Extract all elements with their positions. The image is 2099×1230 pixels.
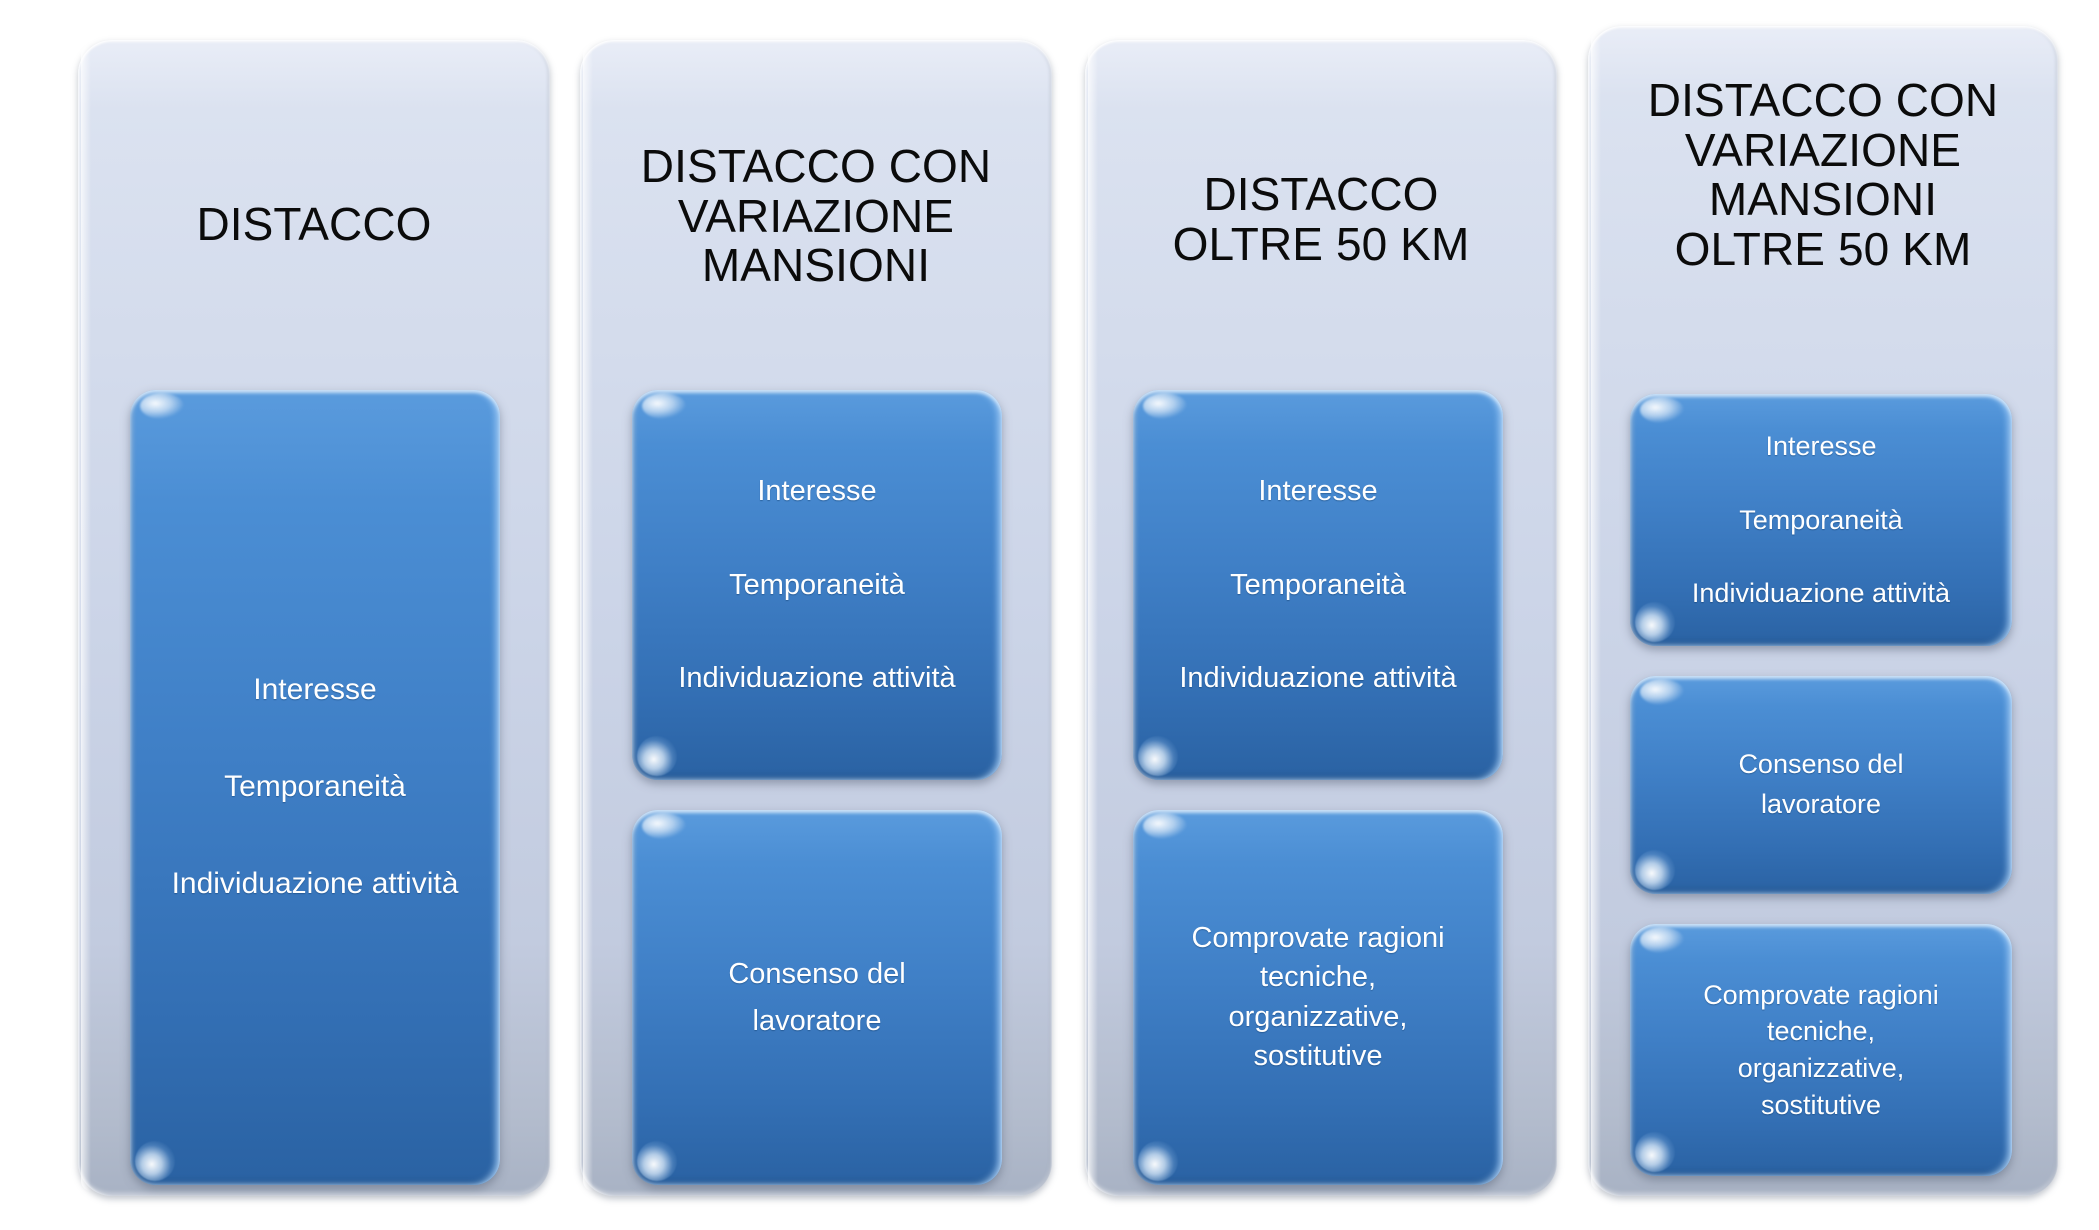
box-consenso-lavoratore[interactable]: Consenso del lavoratore — [632, 810, 1002, 1185]
box-text-requisiti-base: Interesse Temporaneità Individuazione at… — [1179, 474, 1457, 695]
column-title-distacco-variazione-mansioni: DISTACCO CON VARIAZIONE MANSIONI — [640, 140, 992, 292]
column-panel-distacco[interactable]: DISTACCO Interesse Temporaneità Individu… — [78, 40, 550, 1196]
box-requisiti-base[interactable]: Interesse Temporaneità Individuazione at… — [632, 390, 1002, 780]
box-text-requisiti-base: Interesse Temporaneità Individuazione at… — [1691, 431, 1951, 609]
box-text-consenso-lavoratore: Consenso del lavoratore — [1738, 749, 1904, 819]
box-consenso-lavoratore[interactable]: Consenso del lavoratore — [1630, 676, 2012, 894]
column-title-distacco-oltre-50-km: DISTACCO OLTRE 50 KM — [1172, 168, 1470, 270]
column-panel-distacco-oltre-50-km[interactable]: DISTACCO OLTRE 50 KM Interesse Temporane… — [1085, 40, 1557, 1196]
box-text-requisiti-base: Interesse Temporaneità Individuazione at… — [678, 474, 956, 695]
box-text-comprovate-ragioni: Comprovate ragioni tecniche, organizzati… — [1703, 979, 1939, 1120]
column-panel-distacco-variazione-mansioni-oltre-50-km[interactable]: DISTACCO CON VARIAZIONE MANSIONI OLTRE 5… — [1588, 26, 2058, 1196]
box-comprovate-ragioni[interactable]: Comprovate ragioni tecniche, organizzati… — [1133, 810, 1503, 1185]
column-panel-distacco-variazione-mansioni[interactable]: DISTACCO CON VARIAZIONE MANSIONI Interes… — [580, 40, 1052, 1196]
column-title-distacco: DISTACCO — [196, 198, 432, 250]
column-title-distacco-variazione-mansioni-oltre-50-km: DISTACCO CON VARIAZIONE MANSIONI OLTRE 5… — [1647, 74, 1999, 276]
box-requisiti-base[interactable]: Interesse Temporaneità Individuazione at… — [1630, 394, 2012, 646]
box-text-requisiti-base: Interesse Temporaneità Individuazione at… — [171, 673, 459, 901]
box-requisiti-base[interactable]: Interesse Temporaneità Individuazione at… — [1133, 390, 1503, 780]
box-requisiti-base[interactable]: Interesse Temporaneità Individuazione at… — [130, 390, 500, 1185]
box-comprovate-ragioni[interactable]: Comprovate ragioni tecniche, organizzati… — [1630, 924, 2012, 1176]
box-text-comprovate-ragioni: Comprovate ragioni tecniche, organizzati… — [1191, 921, 1445, 1072]
box-text-consenso-lavoratore: Consenso del lavoratore — [728, 957, 906, 1037]
